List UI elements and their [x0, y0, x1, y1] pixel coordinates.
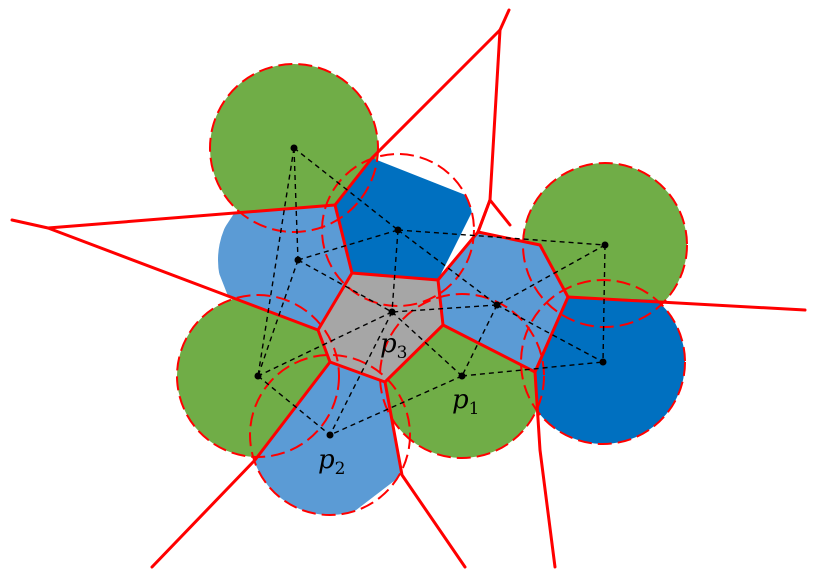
label-p3: p3	[380, 329, 407, 363]
cells	[218, 158, 685, 515]
site-point	[254, 372, 262, 380]
cell-dark-blue-right	[535, 297, 685, 444]
site-point	[326, 431, 334, 439]
site-point	[388, 308, 396, 316]
site-point	[394, 226, 402, 234]
site-point	[601, 241, 609, 249]
site-point	[290, 144, 298, 152]
delaunay-edges	[257, 147, 606, 436]
site-point	[599, 358, 607, 366]
outer-dashed-boundary	[176, 63, 688, 516]
cell-light-blue-left	[218, 205, 352, 330]
cell-light-blue-right	[438, 232, 568, 372]
site-point	[493, 301, 501, 309]
site-point	[294, 256, 302, 264]
site-points	[254, 144, 609, 439]
cell-light-blue-p2	[250, 362, 402, 515]
site-point	[458, 372, 466, 380]
label-p1: p1	[452, 385, 479, 419]
label-p2: p2	[318, 445, 345, 479]
cell-dark-blue-top	[335, 158, 474, 280]
